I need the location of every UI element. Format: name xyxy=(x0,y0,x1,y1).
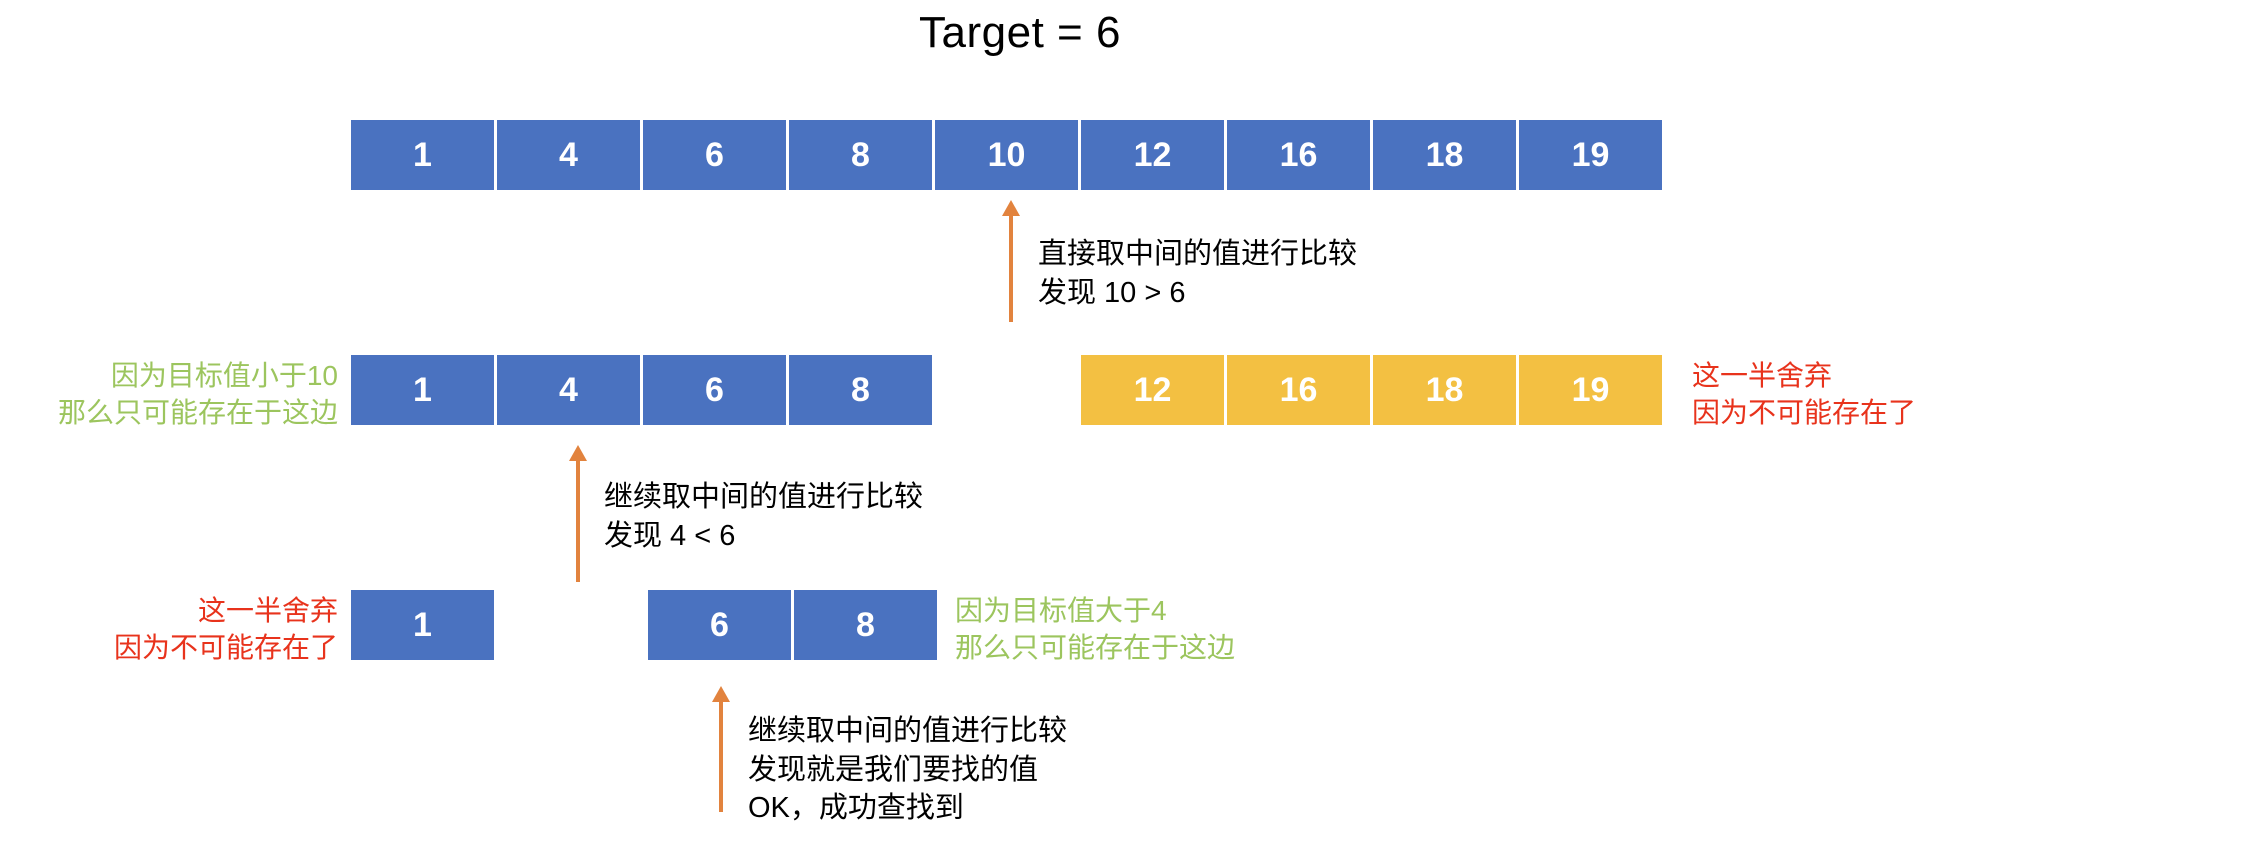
array-cell[interactable]: 6 xyxy=(643,120,786,190)
array-row-discarded-1: 12 16 18 19 xyxy=(1081,355,1662,425)
arrow-shaft xyxy=(719,698,723,812)
array-cell[interactable]: 12 xyxy=(1081,120,1224,190)
row-2-keep-label-line: 那么只可能存在于这边 xyxy=(57,396,338,428)
step-1-note-line: 发现 10 > 6 xyxy=(1038,276,1186,309)
array-cell[interactable]: 19 xyxy=(1519,120,1662,190)
arrow-head-icon xyxy=(1002,200,1020,216)
array-cell[interactable]: 10 xyxy=(935,120,1078,190)
array-cell[interactable]: 4 xyxy=(497,120,640,190)
row-2-keep-label-line: 因为目标值小于10 xyxy=(110,360,338,391)
array-row-kept-1: 1 4 6 8 xyxy=(351,355,932,425)
row-2-discard-label-line: 这一半舍弃 xyxy=(1692,360,1833,391)
array-cell[interactable]: 8 xyxy=(789,120,932,190)
row-2-keep-label: 因为目标值小于10 那么只可能存在于这边 xyxy=(0,358,338,432)
array-cell[interactable]: 6 xyxy=(648,590,791,660)
step-1-note-line: 直接取中间的值进行比较 xyxy=(1038,238,1358,270)
row-2-discard-label-line: 因为不可能存在了 xyxy=(1692,396,1917,428)
array-row-full: 1 4 6 8 10 12 16 18 19 xyxy=(351,120,1662,190)
row-3-keep-label-line: 因为目标值大于4 xyxy=(955,595,1167,626)
step-3-note-line: OK，成功查找到 xyxy=(748,792,964,825)
arrow-shaft xyxy=(576,457,580,582)
step-2-note-line: 发现 4 < 6 xyxy=(604,519,736,552)
arrow-head-icon xyxy=(712,686,730,702)
array-cell[interactable]: 18 xyxy=(1373,355,1516,425)
array-cell[interactable]: 16 xyxy=(1227,355,1370,425)
step-3-note-line: 发现就是我们要找的值 xyxy=(748,753,1039,786)
arrow-head-icon xyxy=(569,445,587,461)
step-3-note-line: 继续取中间的值进行比较 xyxy=(748,715,1068,747)
array-cell[interactable]: 6 xyxy=(643,355,786,425)
array-cell[interactable]: 8 xyxy=(794,590,937,660)
array-cell[interactable]: 18 xyxy=(1373,120,1516,190)
row-3-keep-label: 因为目标值大于4 那么只可能存在于这边 xyxy=(955,593,1235,667)
step-2-note-line: 继续取中间的值进行比较 xyxy=(604,481,924,513)
array-cell[interactable]: 19 xyxy=(1519,355,1662,425)
array-cell[interactable]: 16 xyxy=(1227,120,1370,190)
array-row-kept-2: 6 8 xyxy=(648,590,937,660)
row-2-discard-label: 这一半舍弃 因为不可能存在了 xyxy=(1692,358,1916,432)
row-3-discard-label-line: 因为不可能存在了 xyxy=(113,631,338,663)
arrow-shaft xyxy=(1009,212,1013,322)
row-3-discard-label: 这一半舍弃 因为不可能存在了 xyxy=(0,593,338,667)
page-title: Target = 6 xyxy=(919,8,1121,57)
row-3-discard-label-line: 这一半舍弃 xyxy=(197,595,338,626)
array-cell[interactable]: 8 xyxy=(789,355,932,425)
array-cell[interactable]: 12 xyxy=(1081,355,1224,425)
array-row-discarded-2: 1 xyxy=(351,590,494,660)
array-cell[interactable]: 1 xyxy=(351,355,494,425)
array-cell[interactable]: 1 xyxy=(351,590,494,660)
step-1-note: 直接取中间的值进行比较 发现 10 > 6 xyxy=(1038,235,1357,312)
step-2-note: 继续取中间的值进行比较 发现 4 < 6 xyxy=(604,478,923,555)
step-3-note: 继续取中间的值进行比较 发现就是我们要找的值 OK，成功查找到 xyxy=(748,712,1067,828)
array-cell[interactable]: 4 xyxy=(497,355,640,425)
row-3-keep-label-line: 那么只可能存在于这边 xyxy=(955,631,1236,663)
array-cell[interactable]: 1 xyxy=(351,120,494,190)
